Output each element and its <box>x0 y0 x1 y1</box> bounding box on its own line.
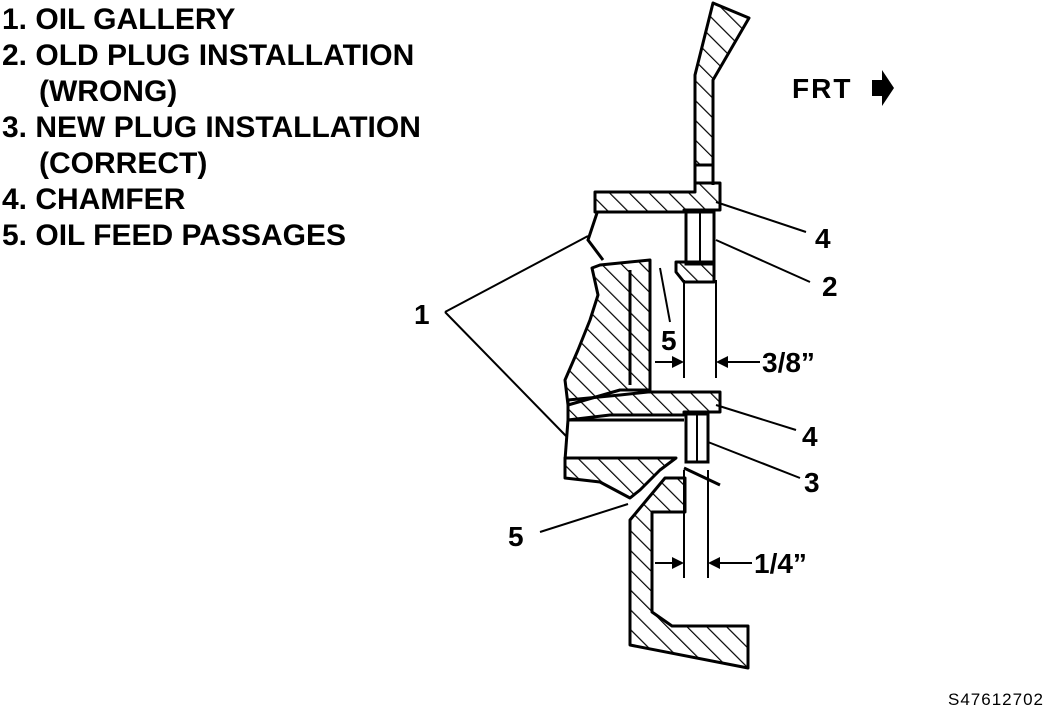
callout-new-plug: 3 <box>707 441 820 498</box>
legend-item-new-plug: 3. NEW PLUG INSTALLATION(CORRECT) <box>2 111 421 180</box>
legend-item-old-plug: 2. OLD PLUG INSTALLATION(WRONG) <box>2 39 415 108</box>
callout-chamfer-bottom: 4 <box>715 404 818 452</box>
callout-3: 3 <box>804 467 820 498</box>
dimension-old-depth: 3/8” <box>655 280 815 378</box>
block-lower-section <box>628 466 750 670</box>
block-middle-ledge <box>566 390 722 422</box>
figure-id: S47612702 <box>948 690 1044 709</box>
callout-old-plug: 2 <box>715 239 838 302</box>
block-upper-ledge <box>593 181 722 214</box>
callout-4-bottom: 4 <box>802 421 818 452</box>
old-depth-label: 3/8” <box>762 347 815 378</box>
block-upper-section <box>693 1 751 185</box>
legend-item-oil-gallery: 1. OIL GALLERY <box>2 3 236 36</box>
arrow-right-icon <box>872 70 894 106</box>
callout-gallery: 1 <box>414 235 589 437</box>
front-direction-indicator: FRT <box>792 70 894 106</box>
dimension-new-depth: 1/4” <box>655 470 807 579</box>
block-lower-ledge <box>563 456 678 500</box>
legend-item-oil-feed: 5. OIL FEED PASSAGES <box>2 219 346 252</box>
callout-4-top: 4 <box>815 223 831 254</box>
new-plug <box>684 412 710 464</box>
callout-2: 2 <box>822 271 838 302</box>
callout-chamfer-top: 4 <box>715 201 831 254</box>
old-plug <box>674 210 716 284</box>
callout-feed-top: 5 <box>659 267 677 356</box>
callout-5-top: 5 <box>661 325 677 356</box>
legend: 1. OIL GALLERY 2. OLD PLUG INSTALLATION(… <box>2 2 421 254</box>
oil-gallery-opening <box>563 418 684 461</box>
oil-feed-passage-upper <box>628 260 652 390</box>
legend-item-chamfer: 4. CHAMFER <box>2 183 186 216</box>
callout-feed-bottom: 5 <box>508 503 629 552</box>
callout-1: 1 <box>414 299 430 330</box>
new-depth-label: 1/4” <box>754 548 807 579</box>
frt-label: FRT <box>792 73 852 104</box>
callout-5-bottom: 5 <box>508 521 524 552</box>
